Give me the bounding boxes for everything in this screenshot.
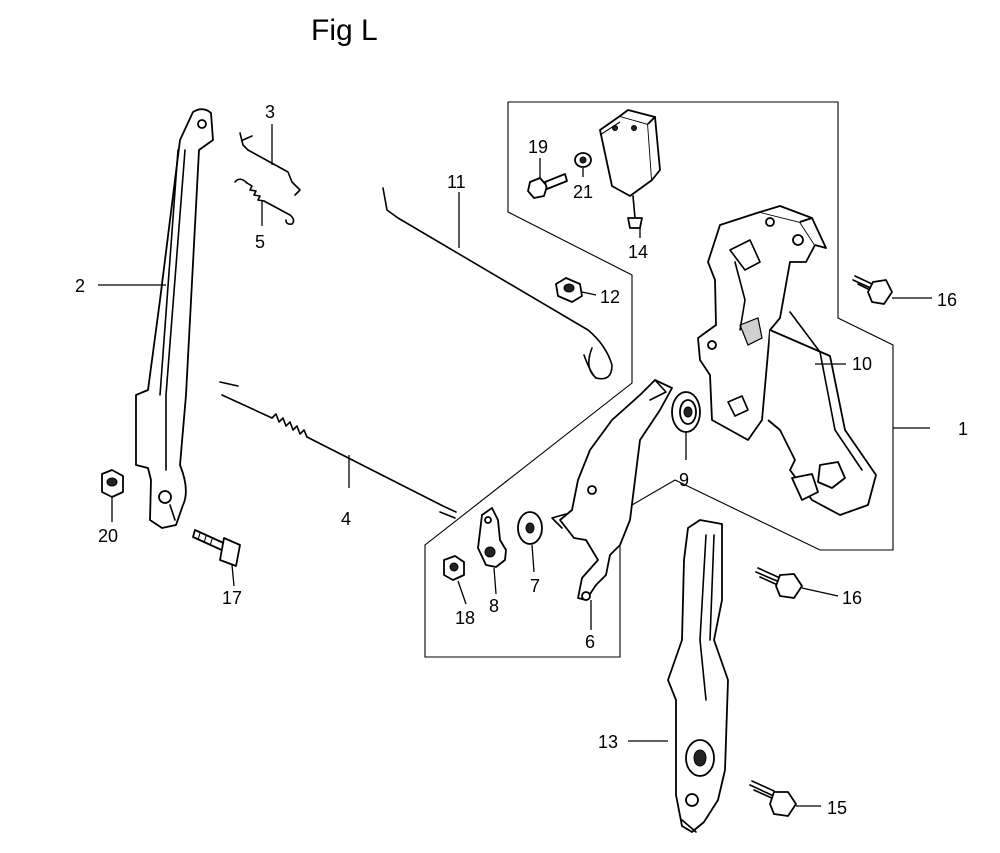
callout-17: 17	[222, 588, 242, 608]
callout-3: 3	[265, 102, 275, 122]
callout-10: 10	[852, 354, 872, 374]
callout-18: 18	[455, 608, 475, 628]
callout-16-upper: 16	[937, 290, 957, 310]
callout-4: 4	[341, 509, 351, 529]
callout-9: 9	[679, 470, 689, 490]
part-15-bolt	[749, 780, 797, 817]
part-16-bolt-lower	[755, 567, 803, 599]
callout-21: 21	[573, 182, 593, 202]
part-16-bolt-upper	[852, 275, 893, 305]
callout-11: 11	[447, 172, 466, 192]
part-21-washer	[574, 152, 592, 168]
callout-12: 12	[600, 287, 620, 307]
part-2-lever-arm	[135, 108, 214, 529]
part-14-switch	[599, 109, 661, 229]
callout-1: 1	[958, 419, 968, 439]
callout-19: 19	[528, 137, 548, 157]
callout-15: 15	[827, 798, 847, 818]
part-18-nut	[443, 555, 465, 581]
callout-13: 13	[598, 732, 618, 752]
part-20-nut	[101, 469, 124, 498]
leader-lines	[98, 124, 932, 807]
figure-title: Fig L	[311, 14, 378, 47]
part-6-lever	[551, 379, 673, 601]
part-17-bolt	[192, 529, 241, 567]
callout-20: 20	[98, 526, 118, 546]
callout-8: 8	[489, 596, 499, 616]
part-11-governor-rod	[382, 187, 613, 380]
part-3-wire-link	[239, 132, 301, 196]
callout-6: 6	[585, 632, 595, 652]
callout-14: 14	[628, 242, 648, 262]
part-12-nut	[555, 277, 583, 303]
callout-2: 2	[75, 276, 85, 296]
part-13-lower-bracket	[667, 519, 729, 833]
part-10-control-bracket	[697, 205, 877, 516]
callout-16-lower: 16	[842, 588, 862, 608]
part-5-spring	[234, 178, 295, 225]
part-7-washer	[517, 511, 543, 545]
part-19-screw	[527, 173, 568, 199]
part-4-throttle-rod	[219, 381, 457, 519]
callout-7: 7	[530, 576, 540, 596]
part-8-small-lever	[477, 507, 507, 568]
part-9-collar	[671, 391, 701, 433]
callout-5: 5	[255, 232, 265, 252]
